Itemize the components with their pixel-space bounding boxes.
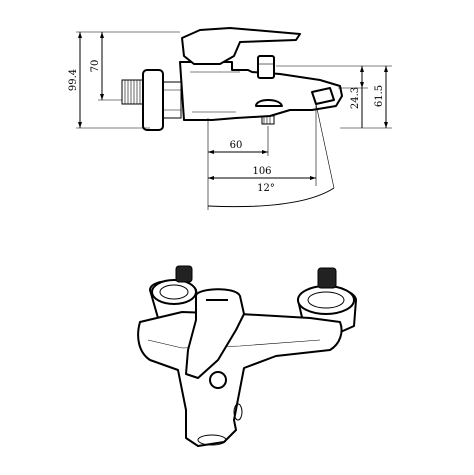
- dim-height-overall: 99.4: [68, 69, 79, 91]
- mixer-body: [137, 311, 343, 447]
- mixer-diverter: [209, 371, 227, 389]
- spout-tip: [311, 87, 335, 105]
- shower-outlet: [255, 99, 283, 125]
- diverter-knob: [257, 55, 275, 79]
- lever-handle: [181, 27, 301, 65]
- left-thread: [175, 265, 193, 283]
- dim-spout-offset-large: 61.5: [374, 85, 385, 107]
- perspective-view: [137, 265, 357, 447]
- wall-inlet-thread: [121, 79, 145, 105]
- right-thread: [317, 267, 337, 289]
- dim-height-handle: 70: [90, 60, 101, 73]
- flange: [142, 69, 182, 131]
- dim-outlet-distance: 60: [230, 140, 243, 151]
- spout-outlet: [197, 434, 227, 446]
- side-view: 99.4 70 24.3 61.5 60 106 12°: [68, 27, 392, 210]
- dimension-lines: [76, 31, 392, 210]
- valve-body: [179, 61, 343, 121]
- dim-spout-angle: 12°: [257, 183, 275, 194]
- dim-spout-length: 106: [252, 166, 271, 177]
- mixer-lever: [185, 288, 245, 379]
- dim-spout-offset-small: 24.3: [350, 87, 361, 109]
